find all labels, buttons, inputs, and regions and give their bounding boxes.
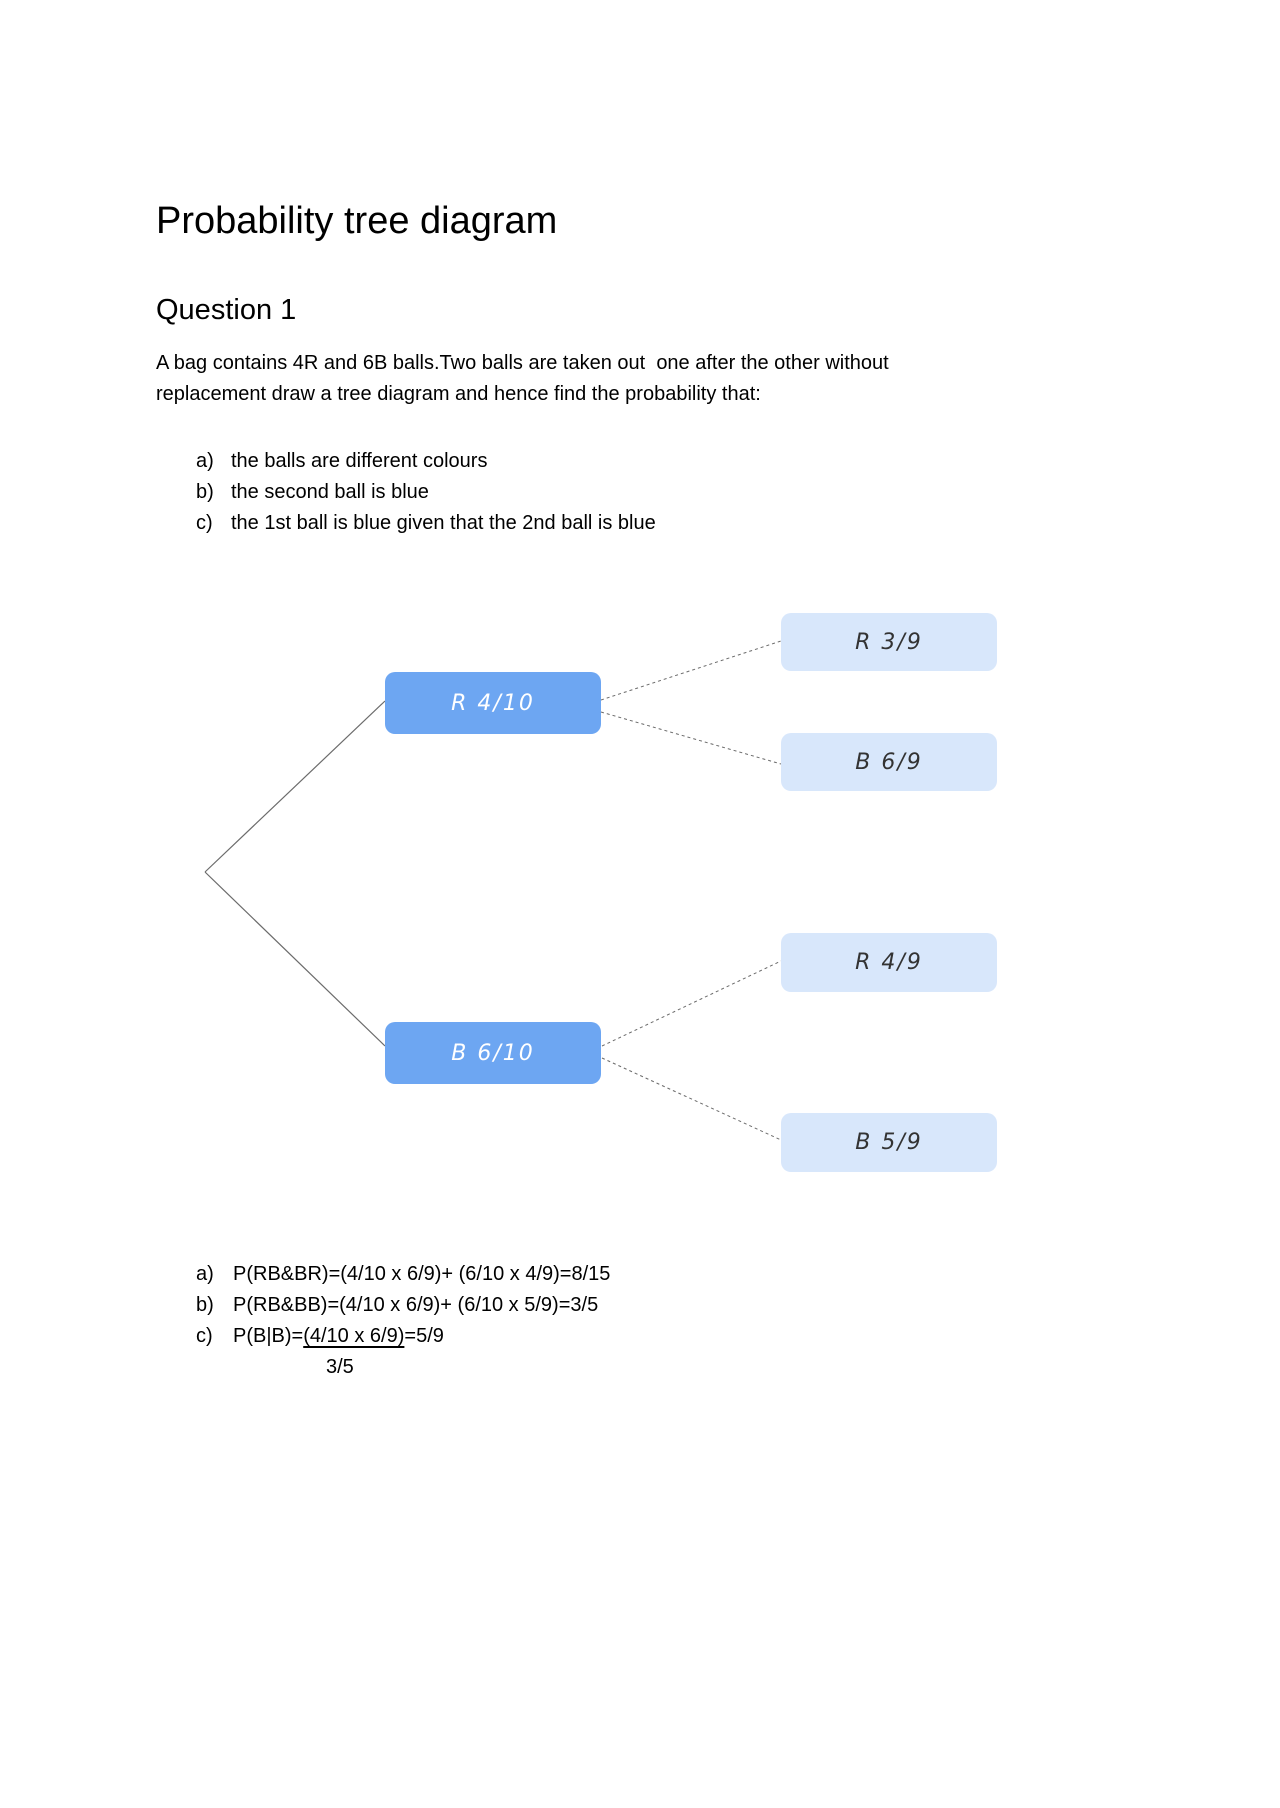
answer-formula: P(B|B)=(4/10 x 6/9)=5/9 bbox=[233, 1321, 444, 1352]
question-item-b: b) the second ball is blue bbox=[196, 477, 656, 508]
list-marker: b) bbox=[196, 481, 214, 503]
intro-line: A bag contains 4R and 6B balls.Two balls… bbox=[156, 352, 889, 374]
answer-c-result: =5/9 bbox=[404, 1325, 444, 1347]
list-marker: c) bbox=[196, 1325, 213, 1347]
answer-item-b: b) P(RB&BB)=(4/10 x 6/9)+ (6/10 x 5/9)=3… bbox=[196, 1290, 610, 1321]
question-item-c: c) the 1st ball is blue given that the 2… bbox=[196, 508, 656, 539]
tree-node-second-red-given-red: R 3/9 bbox=[781, 613, 997, 671]
list-marker-spacer bbox=[196, 1352, 233, 1383]
answer-item-c-denominator: 3/5 bbox=[196, 1352, 610, 1383]
section-heading: Question 1 bbox=[156, 294, 297, 326]
answer-c-denominator: 3/5 bbox=[326, 1356, 354, 1378]
answer-formula: P(RB&BR)=(4/10 x 6/9)+ (6/10 x 4/9)=8/15 bbox=[233, 1263, 611, 1285]
list-marker: a) bbox=[196, 1263, 214, 1285]
answer-c-prefix: P(B|B)= bbox=[233, 1325, 304, 1347]
list-marker: b) bbox=[196, 1294, 214, 1316]
intro-paragraph: A bag contains 4R and 6B balls.Two balls… bbox=[156, 348, 889, 410]
list-marker: c) bbox=[196, 512, 213, 534]
answer-list: a) P(RB&BR)=(4/10 x 6/9)+ (6/10 x 4/9)=8… bbox=[196, 1259, 610, 1383]
tree-node-second-red-given-blue: R 4/9 bbox=[781, 933, 997, 992]
answer-formula: P(RB&BB)=(4/10 x 6/9)+ (6/10 x 5/9)=3/5 bbox=[233, 1294, 599, 1316]
tree-node-second-blue-given-red: B 6/9 bbox=[781, 733, 997, 791]
tree-node-first-red: R 4/10 bbox=[385, 672, 601, 734]
question-text: the 1st ball is blue given that the 2nd … bbox=[231, 512, 656, 534]
question-text: the second ball is blue bbox=[231, 481, 429, 503]
page-title: Probability tree diagram bbox=[156, 200, 558, 242]
tree-node-second-blue-given-blue: B 5/9 bbox=[781, 1113, 997, 1172]
answer-item-c: c) P(B|B)=(4/10 x 6/9)=5/9 bbox=[196, 1321, 610, 1352]
intro-line: replacement draw a tree diagram and henc… bbox=[156, 383, 761, 405]
question-text: the balls are different colours bbox=[231, 450, 488, 472]
list-marker: a) bbox=[196, 450, 214, 472]
tree-node-first-blue: B 6/10 bbox=[385, 1022, 601, 1084]
question-item-a: a) the balls are different colours bbox=[196, 446, 656, 477]
question-list: a) the balls are different colours b) th… bbox=[196, 446, 656, 539]
answer-c-numerator: (4/10 x 6/9) bbox=[303, 1325, 405, 1347]
answer-item-a: a) P(RB&BR)=(4/10 x 6/9)+ (6/10 x 4/9)=8… bbox=[196, 1259, 610, 1290]
